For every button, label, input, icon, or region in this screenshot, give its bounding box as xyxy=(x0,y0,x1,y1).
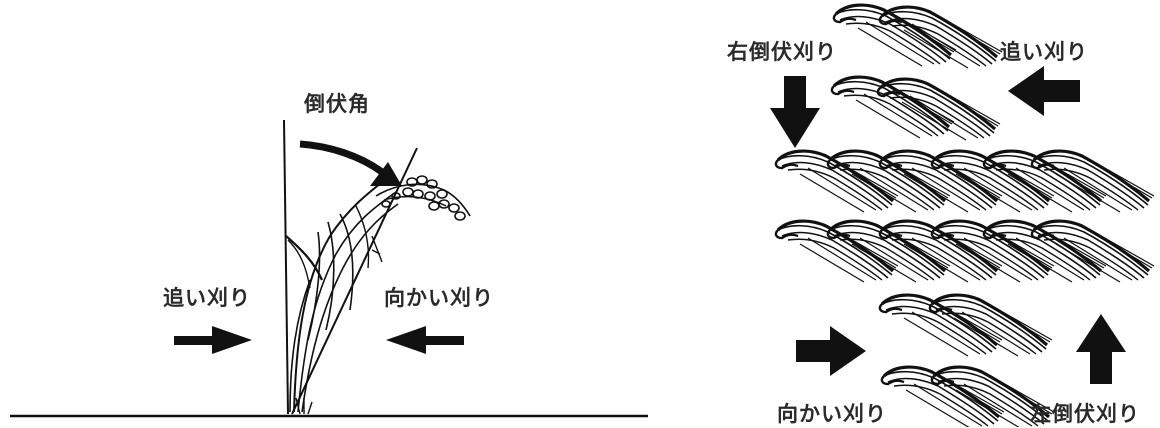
left-chase-cut-label: 追い刈り xyxy=(163,286,251,310)
vertical-reference-line xyxy=(283,119,289,415)
down-arrow xyxy=(770,76,820,148)
left-arrow-right xyxy=(174,326,252,354)
left-diagram xyxy=(10,119,648,418)
angle-arrow xyxy=(299,140,402,186)
left-arrow xyxy=(1008,66,1080,116)
right-arrow-left xyxy=(386,326,464,354)
rice-plant-illustration xyxy=(285,175,471,415)
right-chase-cut-label: 追い刈り xyxy=(1000,40,1088,64)
right-facing-cut-label: 向かい刈り xyxy=(777,402,887,426)
right-diagram xyxy=(770,3,1156,427)
right-lodging-cut-label: 右倒伏刈り xyxy=(727,40,837,64)
right-arrow xyxy=(796,326,866,376)
left-facing-cut-label: 向かい刈り xyxy=(384,286,494,310)
left-lodging-cut-label: 左倒伏刈り xyxy=(1030,402,1140,426)
up-arrow xyxy=(1076,314,1126,384)
lodging-angle-label: 倒伏角 xyxy=(304,92,370,116)
